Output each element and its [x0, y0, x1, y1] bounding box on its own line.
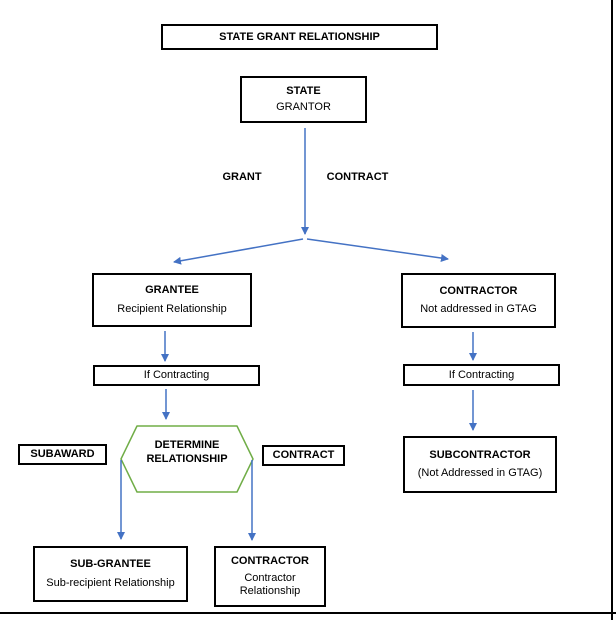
contractor-bottom-subtitle: Contractor Relationship: [240, 572, 301, 598]
determine-line1: DETERMINE: [154, 439, 220, 451]
title-box: STATE GRANT RELATIONSHIP: [161, 24, 438, 50]
grant-edge-label: GRANT: [222, 171, 262, 183]
contractor-bottom-subtitle-line1: Contractor: [244, 571, 296, 584]
subcontractor-box: SUBCONTRACTOR (Not Addressed in GTAG): [403, 436, 557, 493]
if-contracting-right-box: If Contracting: [403, 364, 560, 386]
diagram-title: STATE GRANT RELATIONSHIP: [219, 30, 380, 43]
page-border-right: [611, 0, 613, 620]
contractor-bottom-subtitle-line2: Relationship: [239, 584, 301, 597]
grantee-subtitle: Recipient Relationship: [117, 302, 227, 315]
subcontractor-subtitle: (Not Addressed in GTAG): [417, 467, 543, 480]
grantee-box: GRANTEE Recipient Relationship: [92, 273, 252, 327]
grantee-title: GRANTEE: [145, 284, 199, 297]
contractor-bottom-box: CONTRACTOR Contractor Relationship: [214, 546, 326, 607]
subcontractor-title: SUBCONTRACTOR: [429, 448, 531, 461]
determine-line2: RELATIONSHIP: [146, 453, 228, 465]
subaward-label: SUBAWARD: [30, 448, 95, 460]
state-subtitle: GRANTOR: [276, 101, 331, 113]
sub-grantee-title: SUB-GRANTEE: [70, 558, 151, 571]
contract-side-label: CONTRACT: [272, 449, 335, 461]
arrow-branch-grant: [173, 238, 304, 265]
arrow-branch-contract: [306, 238, 449, 262]
contract-side-box: CONTRACT: [262, 445, 345, 466]
page-border-bottom: [0, 612, 616, 614]
if-contracting-left-box: If Contracting: [93, 365, 260, 386]
if-contracting-right-label: If Contracting: [448, 368, 515, 381]
contractor-bottom-title: CONTRACTOR: [230, 555, 309, 568]
contractor-right-subtitle: Not addressed in GTAG: [420, 303, 537, 316]
subaward-box: SUBAWARD: [18, 444, 107, 465]
determine-relationship-label: DETERMINE RELATIONSHIP: [122, 438, 252, 466]
state-grantor-box: STATE GRANTOR: [240, 76, 367, 123]
sub-grantee-box: SUB-GRANTEE Sub-recipient Relationship: [33, 546, 188, 602]
contract-edge-label: CONTRACT: [326, 171, 389, 183]
contractor-right-box: CONTRACTOR Not addressed in GTAG: [401, 273, 556, 328]
contractor-right-title: CONTRACTOR: [439, 284, 518, 297]
state-title: STATE: [286, 85, 321, 97]
if-contracting-left-label: If Contracting: [143, 369, 210, 381]
sub-grantee-subtitle: Sub-recipient Relationship: [46, 576, 175, 589]
